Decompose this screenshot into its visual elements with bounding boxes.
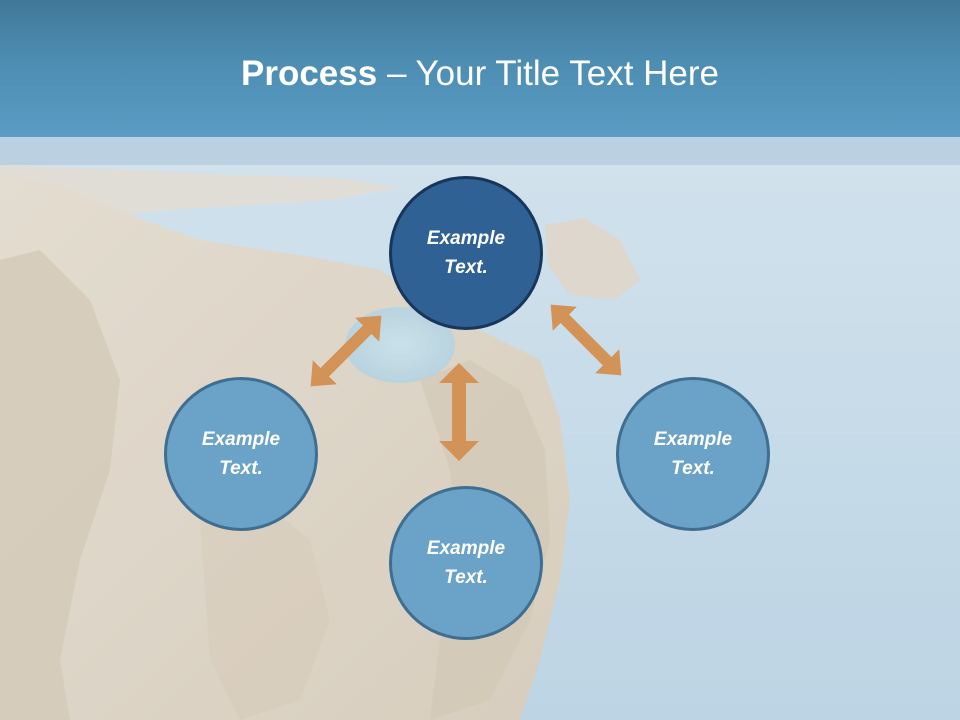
bottom-node[interactable]: Example Text. xyxy=(389,486,543,640)
left-node-label: Example Text. xyxy=(201,429,281,479)
center-node-label: Example Text. xyxy=(426,228,506,278)
header-strip xyxy=(0,137,960,165)
title-bold-text: Process xyxy=(241,54,378,93)
bottom-node-label: Example Text. xyxy=(426,538,506,588)
title-rest-text: – Your Title Text Here xyxy=(377,54,719,93)
left-node[interactable]: Example Text. xyxy=(164,377,318,531)
right-node[interactable]: Example Text. xyxy=(616,377,770,531)
center-node[interactable]: Example Text. xyxy=(389,176,543,330)
title-bar: Process – Your Title Text Here xyxy=(0,0,960,137)
right-node-label: Example Text. xyxy=(653,429,733,479)
slide-title: Process – Your Title Text Here xyxy=(0,52,960,96)
